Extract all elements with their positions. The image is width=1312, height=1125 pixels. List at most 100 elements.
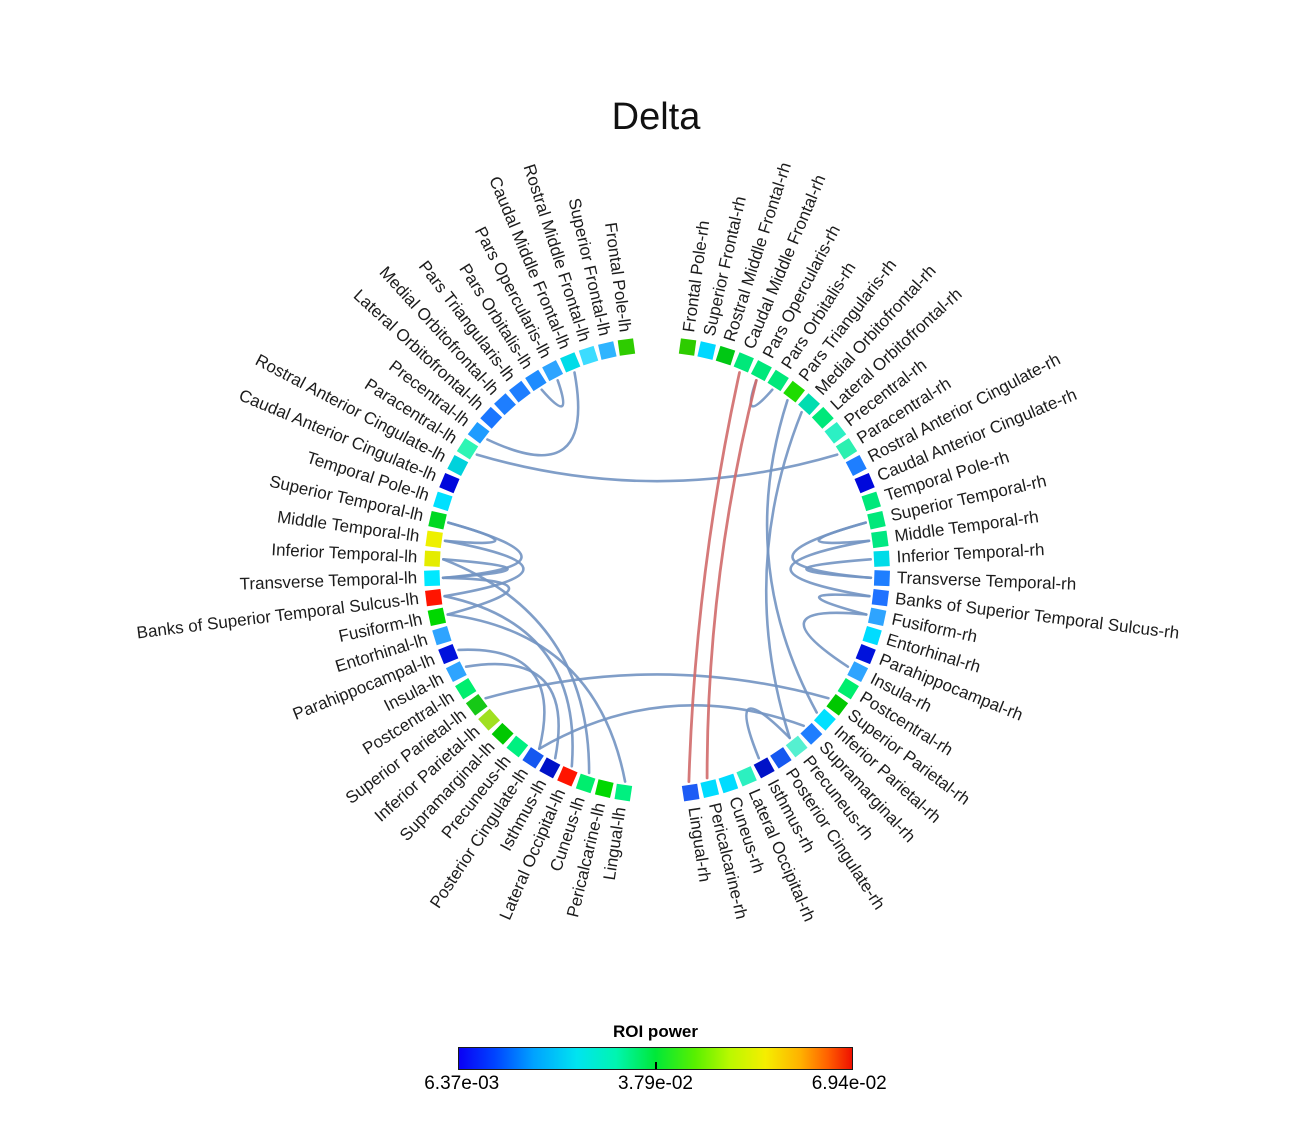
- node-Temporal Pole-lh: [433, 491, 453, 512]
- node-Precuneus-lh: [506, 735, 529, 758]
- node-Caudal Anterior Cingulate-lh: [439, 472, 460, 494]
- edge-Medial Orbitofrontal-rh--Precuneus-rh: [764, 410, 803, 740]
- node-Lateral Occipital-rh: [736, 766, 757, 787]
- node-Lateral Occipital-lh: [557, 766, 578, 787]
- node-Precuneus-rh: [785, 735, 808, 758]
- colorbar-title: ROI power: [612, 1022, 698, 1041]
- node-Caudal Middle Frontal-lh: [560, 352, 581, 373]
- node-Lateral Orbitofrontal-lh: [480, 406, 503, 429]
- node-Insula-rh: [847, 661, 869, 683]
- node-Paracentral-lh: [456, 438, 479, 460]
- label-Transverse Temporal-lh: Transverse Temporal-lh: [239, 568, 417, 593]
- node-Inferior Temporal-lh: [424, 550, 441, 567]
- node-Pars Opercularis-lh: [542, 360, 564, 382]
- node-Entorhinal-lh: [432, 625, 452, 646]
- label-Inferior Temporal-lh: Inferior Temporal-lh: [271, 540, 418, 566]
- edge-Superior Temporal-lh--Transverse Temporal-lh: [441, 521, 523, 580]
- node-Pars Triangularis-rh: [783, 380, 805, 403]
- node-Postcentral-lh: [455, 678, 477, 700]
- edge-Inferior Temporal-rh--Transverse Temporal-rh: [805, 558, 873, 580]
- node-Precentral-lh: [467, 421, 490, 444]
- edge-Paracentral-lh--Paracentral-rh: [475, 453, 839, 483]
- node-Posterior Cingulate-rh: [770, 747, 792, 769]
- edge-Inferior Temporal-lh--Transverse Temporal-lh: [441, 558, 509, 580]
- node-Pars Opercularis-rh: [750, 360, 772, 382]
- edge-Posterior Cingulate-lh--Supramarginal-rh: [538, 703, 805, 750]
- edge-Pars Opercularis-lh--Pars Orbitalis-lh: [540, 379, 565, 408]
- edge-Fusiform-rh--Insula-rh: [802, 611, 868, 668]
- node-Superior Temporal-rh: [867, 510, 886, 530]
- edge-Caudal Middle Frontal-rh--Lingual-rh: [687, 371, 741, 783]
- node-Isthmus-lh: [539, 757, 561, 779]
- node-Insula-lh: [445, 661, 467, 683]
- edge-Banks of Superior Temporal Sulcus-rh--Fusiform-rh: [817, 593, 871, 616]
- edge-Superior Temporal-lh--Middle Temporal-lh: [443, 521, 497, 545]
- node-Medial Orbitofrontal-lh: [494, 393, 516, 416]
- node-Precentral-rh: [824, 421, 847, 444]
- node-Superior Frontal-rh: [697, 341, 716, 360]
- node-Frontal Pole-lh: [617, 338, 636, 356]
- node-Rostral Anterior Cingulate-lh: [447, 455, 469, 476]
- edge-Inferior Temporal-lh--Cuneus-lh: [442, 558, 591, 775]
- node-Superior Temporal-lh: [428, 510, 447, 530]
- node-Frontal Pole-rh: [678, 338, 697, 356]
- node-Medial Orbitofrontal-rh: [798, 393, 820, 416]
- node-Isthmus-rh: [753, 757, 775, 779]
- edge-Pars Triangularis-rh--Inferior Parietal-rh: [765, 399, 818, 714]
- node-Fusiform-lh: [427, 607, 447, 626]
- colorbar-min-label: 6.37e-03: [424, 1073, 500, 1094]
- colorbar: ROI power 6.37e-03 3.79e-02 6.94e-02: [424, 1022, 887, 1097]
- node-Temporal Pole-rh: [861, 491, 881, 512]
- node-Lateral Orbitofrontal-rh: [811, 406, 834, 429]
- colorbar-max-label: 6.94e-02: [811, 1073, 887, 1094]
- node-Superior Frontal-lh: [598, 341, 617, 360]
- node-Fusiform-rh: [867, 607, 887, 626]
- edge-Middle Temporal-rh--Banks of Superior Temporal Sulcus-rh: [789, 539, 871, 598]
- node-Superior Parietal-lh: [465, 693, 488, 716]
- node-Cuneus-lh: [575, 773, 596, 794]
- node-Pericalcarine-lh: [594, 779, 614, 798]
- node-Pars Triangularis-lh: [509, 380, 531, 403]
- node-Superior Parietal-rh: [826, 693, 849, 716]
- node-Lingual-rh: [681, 783, 700, 802]
- edge-Pars Opercularis-rh--Pericalcarine-rh: [705, 379, 758, 780]
- edge-Insula-lh--Isthmus-lh: [464, 662, 560, 760]
- edge-Isthmus-rh--Precuneus-rh: [745, 707, 791, 760]
- node-Pars Orbitalis-rh: [767, 369, 789, 392]
- node-Banks of Superior Temporal Sulcus-lh: [425, 589, 443, 607]
- node-Middle Temporal-rh: [871, 530, 889, 549]
- node-Transverse Temporal-lh: [424, 570, 441, 587]
- node-Pars Orbitalis-lh: [525, 369, 547, 392]
- node-Supramarginal-rh: [800, 722, 823, 745]
- node-Pericalcarine-rh: [700, 779, 720, 798]
- node-Rostral Middle Frontal-rh: [715, 345, 736, 366]
- node-Transverse Temporal-rh: [873, 570, 890, 587]
- node-Posterior Cingulate-lh: [522, 747, 544, 769]
- edge-Middle Temporal-lh--Banks of Superior Temporal Sulcus-lh: [443, 539, 525, 598]
- node-Cuneus-rh: [718, 773, 739, 794]
- edge-Superior Temporal-rh--Transverse Temporal-rh: [791, 521, 873, 580]
- node-Caudal Middle Frontal-rh: [733, 352, 754, 373]
- colorbar-tick-labels: 6.37e-03 3.79e-02 6.94e-02: [424, 1073, 887, 1097]
- edge-Fusiform-lh--Lingual-lh: [446, 613, 627, 783]
- edge-Superior Temporal-rh--Middle Temporal-rh: [817, 521, 871, 545]
- node-Paracentral-rh: [835, 438, 858, 460]
- edge-Superior Parietal-lh--Superior Parietal-rh: [484, 673, 830, 700]
- colorbar-mid-label: 3.79e-02: [617, 1073, 694, 1094]
- node-Banks of Superior Temporal Sulcus-rh: [871, 589, 889, 607]
- node-Rostral Middle Frontal-lh: [578, 345, 599, 366]
- edge-Transverse Temporal-lh--Fusiform-lh: [441, 576, 511, 616]
- node-Parahippocampal-rh: [855, 643, 876, 665]
- label-Transverse Temporal-rh: Transverse Temporal-rh: [896, 568, 1076, 594]
- node-Supramarginal-lh: [491, 722, 514, 745]
- node-Inferior Parietal-lh: [478, 708, 501, 731]
- plot-title: Delta: [611, 96, 701, 138]
- node-Entorhinal-rh: [862, 625, 882, 646]
- node-Middle Temporal-lh: [425, 530, 443, 549]
- node-Inferior Temporal-rh: [873, 550, 890, 567]
- node-Rostral Anterior Cingulate-rh: [845, 455, 867, 476]
- colorbar-center-tick: [654, 1062, 657, 1069]
- label-Inferior Temporal-rh: Inferior Temporal-rh: [896, 540, 1045, 566]
